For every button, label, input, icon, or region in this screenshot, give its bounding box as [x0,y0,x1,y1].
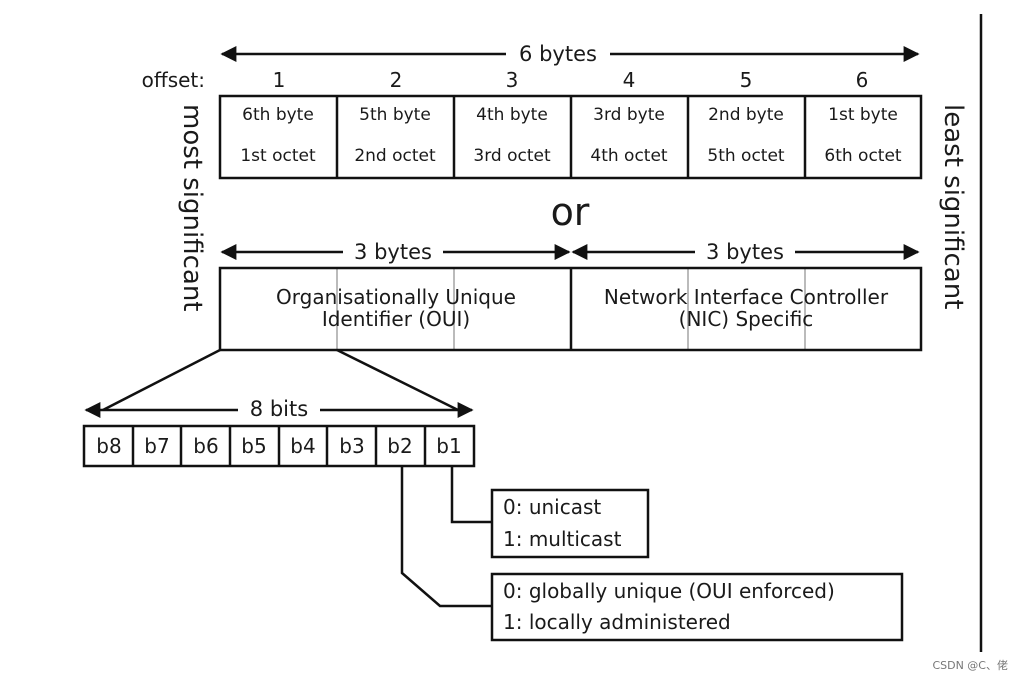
left-three-bytes-arrow: 3 bytes [220,240,571,264]
left-three-bytes-label: 3 bytes [354,240,432,264]
byte-cell-5-octet: 5th octet [707,146,785,166]
oui-label-line2: Identifier (OUI) [322,307,470,331]
right-three-bytes-arrow: 3 bytes [571,240,920,264]
expand-line-right [336,348,459,412]
byte-cell-3-octet: 3rd octet [473,146,551,166]
bit-b7: b7 [144,434,169,458]
most-significant-label: most significant [177,104,207,312]
bits-row: b8 b7 b6 b5 b4 b3 b2 b1 [82,424,476,468]
byte-cell-1-octet: 1st octet [240,146,316,166]
six-bytes-label: 6 bytes [519,42,597,66]
byte-table: 6th byte 1st octet 5th byte 2nd octet 4t… [218,94,923,180]
byte-cell-3-byte: 4th byte [476,105,548,125]
b1-unicast-text: 0: unicast [503,495,601,519]
offset-1: 1 [273,68,286,92]
bit-b8: b8 [96,434,121,458]
offset-5: 5 [740,68,753,92]
bit-b4: b4 [290,434,315,458]
bit-b1: b1 [436,434,461,458]
eight-bits-label: 8 bits [250,397,308,421]
right-three-bytes-label: 3 bytes [706,240,784,264]
or-label: or [551,190,590,234]
least-significant-label: least significant [938,104,968,309]
byte-cell-5-byte: 2nd byte [708,105,784,125]
byte-cell-2-octet: 2nd octet [354,146,436,166]
b2-local-text: 1: locally administered [503,610,731,634]
b1-multicast-text: 1: multicast [503,527,622,551]
oui-label-line1: Organisationally Unique [276,285,516,309]
nic-label-line2: (NIC) Specific [679,307,814,331]
oui-nic-table: Organisationally Unique Identifier (OUI)… [218,266,923,352]
b2-description-box: 0: globally unique (OUI enforced) 1: loc… [490,572,904,642]
nic-label-line1: Network Interface Controller [604,285,889,309]
bit-b3: b3 [339,434,364,458]
offset-2: 2 [390,68,403,92]
b2-global-text: 0: globally unique (OUI enforced) [503,579,835,603]
six-bytes-arrow: 6 bytes [220,42,920,66]
byte-cell-2-byte: 5th byte [359,105,431,125]
b1-connector [450,466,492,524]
byte-cell-4-octet: 4th octet [590,146,668,166]
expand-line-left [102,348,221,412]
eight-bits-arrow: 8 bits [84,397,474,421]
offset-label: offset: [142,68,205,92]
byte-cell-6-octet: 6th octet [824,146,902,166]
byte-cell-6-byte: 1st byte [828,105,898,125]
bit-b2: b2 [387,434,412,458]
b1-description-box: 0: unicast 1: multicast [490,488,650,559]
byte-cell-1-byte: 6th byte [242,105,314,125]
byte-cell-4-byte: 3rd byte [593,105,665,125]
offset-4: 4 [623,68,636,92]
bit-b5: b5 [241,434,266,458]
b2-connector [400,466,492,608]
offset-3: 3 [506,68,519,92]
watermark-text: CSDN @C、佬 [932,658,1008,672]
offset-6: 6 [856,68,869,92]
bit-b6: b6 [193,434,218,458]
